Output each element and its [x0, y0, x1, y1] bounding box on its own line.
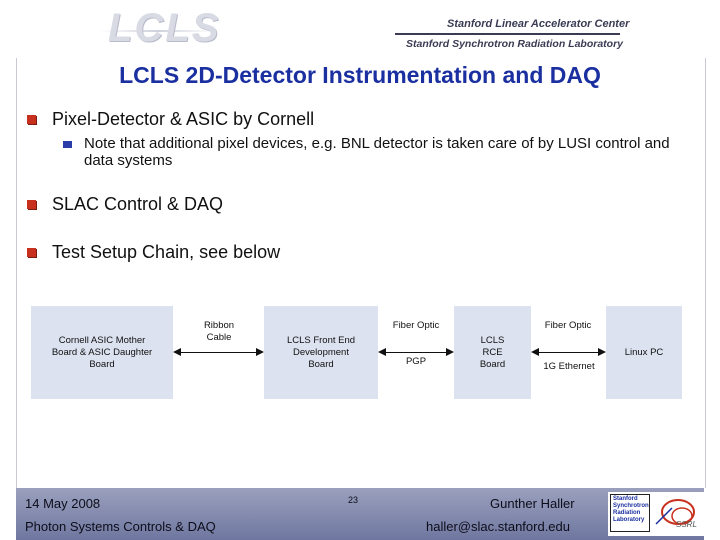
diagram-box-front-end-board: LCLS Front End Development Board — [264, 306, 378, 399]
arrowhead-left-icon — [173, 348, 181, 356]
bullet-marker — [27, 248, 36, 257]
arrow-ribbon-cable — [179, 352, 259, 353]
lcls-logo-swoosh — [100, 30, 215, 32]
slide-header: LCLS Stanford Linear Accelerator Center … — [0, 0, 720, 58]
bullet-text: Test Setup Chain, see below — [52, 242, 281, 262]
test-setup-diagram: Cornell ASIC Mother Board & ASIC Daughte… — [31, 306, 682, 399]
bullet-text: Pixel-Detector & ASIC by Cornell — [52, 109, 315, 129]
ssrl-logo: Stanford Synchrotron Radiation Laborator… — [608, 492, 706, 536]
slide-body — [16, 58, 706, 488]
arrowhead-left-icon — [378, 348, 386, 356]
slide-footer — [16, 488, 704, 540]
sub-bullet-text: Note that additional pixel devices, e.g.… — [84, 135, 670, 169]
diagram-box-linux-pc: Linux PC — [606, 306, 682, 399]
link-label-pgp: PGP — [405, 356, 427, 367]
bullet-marker — [27, 115, 36, 124]
footer-email: haller@slac.stanford.edu — [426, 519, 570, 534]
org-divider — [395, 33, 620, 35]
diagram-box-rce-board: LCLS RCE Board — [454, 306, 531, 399]
arrow-fiber-optic-2 — [537, 352, 600, 353]
footer-event: Photon Systems Controls & DAQ — [25, 519, 216, 534]
ssrl-mark: SSRL — [676, 520, 697, 529]
footer-author: Gunther Haller — [490, 496, 575, 511]
ssrl-ring-icon — [655, 499, 695, 525]
link-label-1g-ethernet: 1G Ethernet — [543, 361, 595, 372]
org-name-ssrl: Stanford Synchrotron Radiation Laborator… — [406, 38, 624, 50]
lcls-logo: LCLS — [108, 6, 221, 50]
footer-page-number: 23 — [348, 495, 359, 505]
bullet-text: SLAC Control & DAQ — [52, 194, 224, 214]
bullet-marker — [27, 200, 36, 209]
arrowhead-right-icon — [598, 348, 606, 356]
link-label-fiber-optic-2: Fiber Optic — [544, 320, 592, 331]
diagram-box-cornell-asic: Cornell ASIC Mother Board & ASIC Daughte… — [31, 306, 173, 399]
arrowhead-right-icon — [446, 348, 454, 356]
sub-bullet-marker — [63, 141, 72, 148]
org-name-slac: Stanford Linear Accelerator Center — [447, 18, 630, 30]
ssrl-logo-box: Stanford Synchrotron Radiation Laborator… — [610, 494, 650, 532]
arrowhead-left-icon — [531, 348, 539, 356]
link-label-ribbon-cable: Ribbon Cable — [203, 320, 235, 343]
link-label-fiber-optic-1: Fiber Optic — [392, 320, 440, 331]
arrowhead-right-icon — [256, 348, 264, 356]
slide-title: LCLS 2D-Detector Instrumentation and DAQ — [119, 62, 601, 88]
arrow-fiber-optic-1 — [384, 352, 448, 353]
footer-date: 14 May 2008 — [25, 496, 101, 511]
